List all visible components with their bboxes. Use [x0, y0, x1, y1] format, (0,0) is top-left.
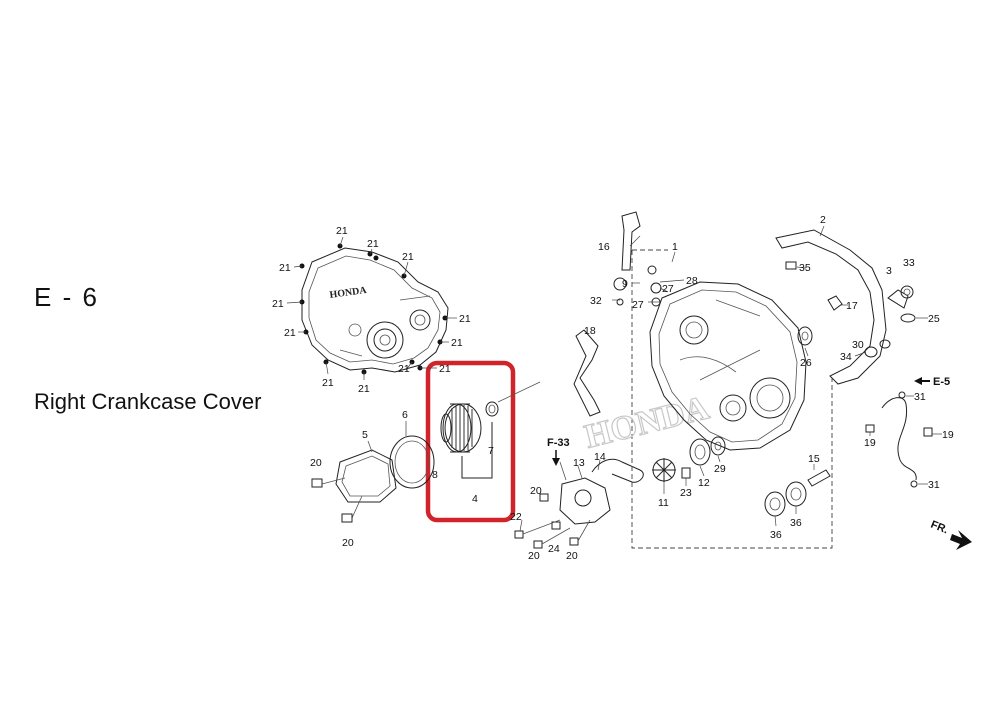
callout-19: 19 — [942, 429, 954, 441]
callout-21: 21 — [336, 225, 348, 237]
callout-17: 17 — [846, 300, 858, 312]
callout-21: 21 — [279, 262, 291, 274]
callout-22: 22 — [510, 511, 522, 523]
bearing-drawing — [764, 469, 831, 517]
cover-brand-logo: HONDA — [329, 285, 368, 301]
callout-13: 13 — [573, 457, 585, 469]
callout-20: 20 — [342, 537, 354, 549]
ref-front: FR. — [929, 519, 950, 537]
front-arrow-icon — [950, 530, 972, 550]
callout-4: 4 — [472, 493, 478, 505]
honda-watermark: HONDA — [581, 389, 713, 456]
callout-25: 25 — [928, 313, 940, 325]
assembly-dashed-frame — [631, 250, 833, 549]
callout-18: 18 — [584, 325, 596, 337]
callout-30: 30 — [852, 339, 864, 351]
callout-5: 5 — [362, 429, 368, 441]
callout-26: 26 — [800, 357, 812, 369]
oil-filter-drawing — [440, 381, 541, 479]
callout-16: 16 — [598, 241, 610, 253]
callout-36: 36 — [790, 517, 802, 529]
callout-27: 27 — [662, 283, 674, 295]
callout-20: 20 — [566, 550, 578, 562]
page-title: Right Crankcase Cover — [34, 389, 262, 414]
callout-21: 21 — [402, 251, 414, 263]
callout-21: 21 — [398, 363, 410, 375]
callout-28: 28 — [686, 275, 698, 287]
callout-31: 31 — [914, 391, 926, 403]
ref-e5: E-5 — [933, 376, 950, 388]
callout-31: 31 — [928, 479, 940, 491]
callout-19: 19 — [864, 437, 876, 449]
pump-body-drawing — [514, 458, 644, 549]
callout-15: 15 — [808, 453, 820, 465]
callout-36: 36 — [770, 529, 782, 541]
section-refs: E-5 F-33 FR. — [547, 376, 972, 550]
gasket-drawing — [775, 229, 933, 488]
callout-6: 6 — [402, 409, 408, 421]
impeller-drawing — [652, 436, 726, 482]
callout-3: 3 — [886, 265, 892, 277]
callout-20: 20 — [530, 485, 542, 497]
callout-7: 7 — [488, 445, 494, 457]
leader-lines — [286, 225, 942, 532]
callout-21: 21 — [439, 363, 451, 375]
ref-f33: F-33 — [547, 437, 570, 449]
callout-23: 23 — [680, 487, 692, 499]
callout-20: 20 — [528, 550, 540, 562]
callout-12: 12 — [698, 477, 710, 489]
outer-cover-drawing: HONDA — [299, 243, 449, 375]
page-code: E - 6 — [34, 282, 99, 312]
callout-8: 8 — [432, 469, 438, 481]
callout-labels: 21 21 21 21 21 21 21 21 21 21 21 21 21 5… — [272, 214, 954, 562]
callout-21: 21 — [358, 383, 370, 395]
callout-21: 21 — [367, 238, 379, 250]
callout-11: 11 — [658, 497, 669, 509]
crankcase-cover-drawing: HONDA — [573, 211, 813, 456]
callout-24: 24 — [548, 543, 560, 555]
pump-cover-drawing — [311, 421, 435, 523]
callout-35: 35 — [799, 262, 811, 274]
callout-14: 14 — [594, 451, 606, 463]
callout-27: 27 — [632, 299, 644, 311]
callout-9: 9 — [622, 278, 628, 290]
callout-1: 1 — [672, 241, 678, 253]
callout-21: 21 — [272, 298, 284, 310]
callout-34: 34 — [840, 351, 852, 363]
callout-20: 20 — [310, 457, 322, 469]
callout-21: 21 — [284, 327, 296, 339]
callout-21: 21 — [451, 337, 463, 349]
callout-21: 21 — [322, 377, 334, 389]
callout-2: 2 — [820, 214, 826, 226]
highlight-box — [425, 360, 516, 523]
callout-29: 29 — [714, 463, 726, 475]
callout-33: 33 — [903, 257, 915, 269]
callout-32: 32 — [590, 295, 602, 307]
callout-21: 21 — [459, 313, 471, 325]
